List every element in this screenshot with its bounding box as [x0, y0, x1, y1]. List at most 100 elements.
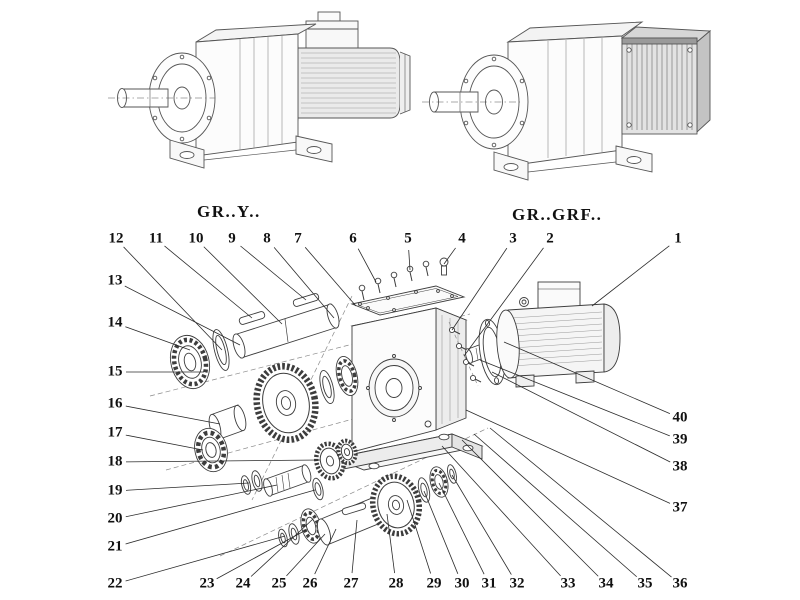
callout-number-20: 20	[107, 510, 123, 527]
callout-number-30: 30	[454, 575, 470, 592]
cover-bolts	[358, 257, 449, 301]
finned-cover-unit	[620, 26, 712, 135]
leader-line-6	[357, 248, 377, 283]
callout-number-11: 11	[148, 230, 164, 247]
callout-number-36: 36	[672, 575, 688, 592]
leader-line-35	[473, 433, 637, 578]
callout-number-39: 39	[672, 431, 688, 448]
gearmotor-drawing-left	[108, 11, 411, 169]
leader-line-12	[123, 246, 223, 351]
callout-number-31: 31	[481, 575, 497, 592]
leader-line-29	[406, 499, 432, 574]
leader-line-34	[461, 439, 599, 577]
callout-number-9: 9	[228, 230, 236, 247]
flange-bolts	[448, 321, 482, 387]
leader-line-1	[591, 245, 670, 307]
ball-bearing-output-right	[429, 466, 449, 498]
callout-number-28: 28	[388, 575, 404, 592]
leader-line-16	[125, 405, 221, 425]
leader-line-26	[314, 528, 337, 575]
leader-line-7	[304, 247, 357, 307]
callout-number-18: 18	[107, 453, 123, 470]
leader-line-27	[351, 519, 358, 574]
callout-number-13: 13	[107, 272, 123, 289]
leader-line-30	[423, 490, 459, 574]
callout-number-1: 1	[674, 230, 682, 247]
leader-line-14	[125, 326, 191, 351]
leader-line-23	[216, 529, 307, 580]
callout-number-34: 34	[598, 575, 614, 592]
leader-line-17	[125, 434, 204, 451]
eye-bolt	[519, 297, 529, 307]
leader-line-13	[124, 285, 241, 346]
leader-line-9	[240, 245, 307, 301]
leader-line-33	[441, 445, 561, 577]
leader-line-19	[125, 482, 250, 491]
input-shaft	[232, 293, 340, 359]
leader-line-38	[491, 371, 671, 463]
gearmotor-drawing-right	[422, 21, 712, 181]
washers-small	[240, 470, 263, 495]
callout-number-40: 40	[672, 409, 688, 426]
helical-gear-large	[253, 363, 319, 443]
callout-number-12: 12	[108, 230, 124, 247]
callout-number-4: 4	[458, 230, 466, 247]
callout-number-6: 6	[349, 230, 357, 247]
callout-number-15: 15	[107, 363, 123, 380]
callout-number-24: 24	[235, 575, 251, 592]
leader-line-37	[465, 409, 671, 504]
callout-number-32: 32	[509, 575, 525, 592]
model-title-gr-grf: GR..GRF..	[512, 205, 603, 224]
leader-line-22	[125, 535, 286, 582]
output-gear	[369, 473, 423, 537]
callout-number-29: 29	[426, 575, 442, 592]
callout-number-38: 38	[672, 458, 688, 475]
seal-ring	[212, 329, 230, 371]
leader-line-3	[451, 247, 508, 331]
callout-number-14: 14	[107, 314, 123, 331]
ball-bearing-input	[335, 355, 359, 397]
callout-number-37: 37	[672, 499, 688, 516]
shaft-key	[341, 502, 367, 516]
callout-number-17: 17	[107, 424, 123, 441]
callout-number-26: 26	[302, 575, 318, 592]
leader-line-36	[489, 427, 672, 578]
callout-number-19: 19	[107, 482, 123, 499]
callout-number-5: 5	[404, 230, 412, 247]
leader-line-40	[503, 341, 671, 415]
gearbox-housing	[350, 307, 468, 453]
face-bolt-holes	[463, 56, 525, 148]
callout-number-7: 7	[294, 230, 302, 247]
retaining-ring-output	[417, 477, 431, 503]
leader-line-2	[463, 247, 544, 357]
housing-cover-plate	[350, 285, 466, 316]
exploded-view-drawing	[149, 257, 621, 557]
pinion-shaft	[263, 464, 312, 497]
leader-line-10	[203, 246, 283, 325]
leader-line-25	[286, 533, 326, 577]
callout-number-21: 21	[107, 538, 123, 555]
callout-number-27: 27	[343, 575, 359, 592]
leader-line-21	[125, 489, 316, 545]
model-title-gr-y: GR..Y..	[197, 202, 261, 221]
callout-number-10: 10	[188, 230, 204, 247]
callout-number-16: 16	[107, 395, 123, 412]
leader-line-5	[408, 249, 411, 271]
callout-number-25: 25	[271, 575, 287, 592]
leader-line-24	[250, 518, 314, 577]
leader-line-18	[125, 459, 321, 463]
retaining-ring	[319, 369, 335, 405]
callout-number-23: 23	[199, 575, 215, 592]
callout-number-2: 2	[546, 230, 554, 247]
leader-line-39	[479, 359, 670, 437]
gear-pinion-cluster	[313, 438, 358, 481]
face-bolt-holes	[152, 54, 212, 142]
callout-number-35: 35	[637, 575, 653, 592]
leader-line-28	[386, 513, 395, 574]
callout-number-8: 8	[263, 230, 271, 247]
callout-number-3: 3	[509, 230, 517, 247]
